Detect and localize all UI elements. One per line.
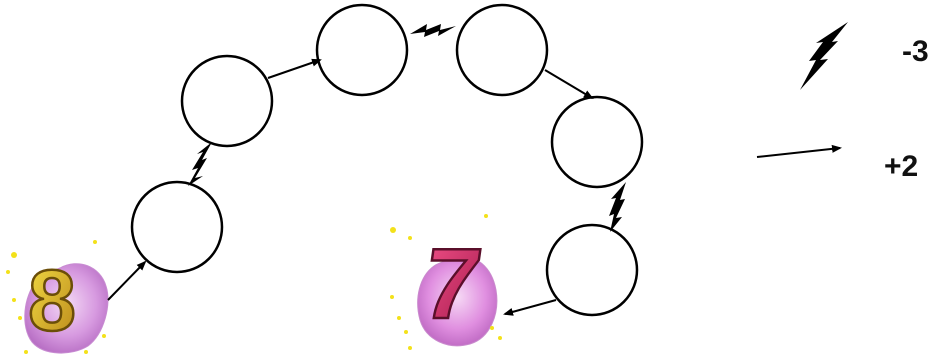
- empty-circles: [132, 5, 642, 315]
- legend-lightning-icon: [800, 22, 848, 90]
- legend-lightning-value: -3: [902, 35, 929, 68]
- arrow-connector-4: [505, 300, 556, 314]
- empty-circle-3: [317, 5, 407, 95]
- legend-arrow-icon: [757, 148, 840, 157]
- lightning-bolt-icon: [188, 142, 212, 186]
- empty-circle-4: [457, 5, 547, 95]
- empty-circle-2: [182, 56, 272, 146]
- arrow-connector-1: [108, 262, 145, 300]
- arrow-connector-2: [268, 60, 320, 78]
- empty-circle-1: [132, 182, 222, 272]
- legend-arrow-value: +2: [884, 150, 918, 183]
- legend: -3 +2: [757, 22, 929, 183]
- start-number-blob: 8: [6, 240, 108, 354]
- arrow-connector-3: [545, 70, 592, 98]
- start-number: 8: [28, 253, 76, 349]
- lightning-bolt-icon: [410, 24, 456, 37]
- lightning-bolt-icon: [609, 182, 626, 232]
- empty-circle-6: [547, 225, 637, 315]
- empty-circle-5: [552, 97, 642, 187]
- end-number-blob: 7: [390, 214, 502, 350]
